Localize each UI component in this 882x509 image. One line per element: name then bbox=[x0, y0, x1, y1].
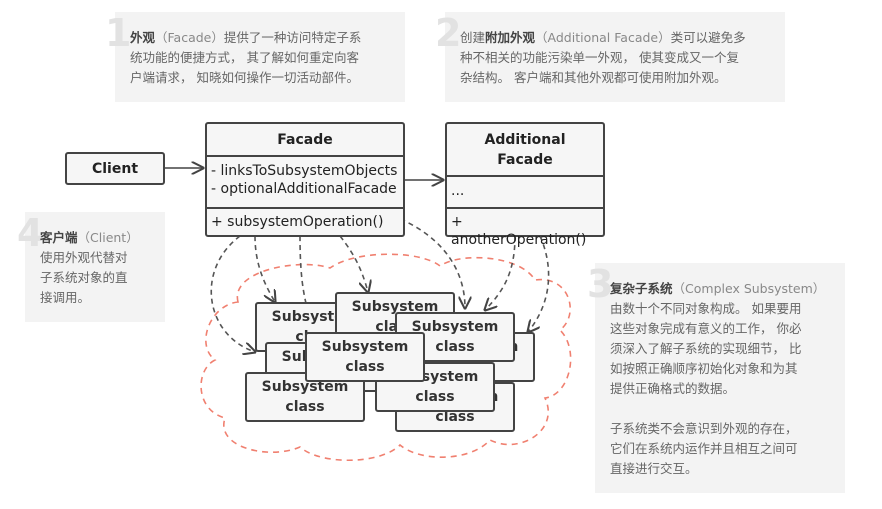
additional-facade-class: Additional Facade ... + anotherOperation… bbox=[445, 122, 605, 248]
facade-fields: - linksToSubsystemObjects - optionalAddi… bbox=[207, 155, 403, 207]
facade-field: - optionalAdditionalFacade bbox=[211, 181, 397, 197]
note-text: 接调用。 bbox=[40, 290, 91, 305]
dependency-arrow bbox=[299, 235, 315, 332]
note-term: 客户端 bbox=[40, 230, 78, 245]
subsystem-class-subtitle: class bbox=[435, 409, 475, 425]
note-term-en: （Client） bbox=[77, 230, 139, 245]
subsystem-class-title: Subsystem bbox=[261, 379, 349, 395]
note-term: 附加外观 bbox=[485, 30, 536, 45]
note-text: 须深入了解子系统的实现细节， 比 bbox=[610, 341, 802, 356]
note-text: 户端请求， 知晓如何操作一切活动部件。 bbox=[130, 70, 359, 85]
note-term-en: （Complex Subsystem） bbox=[672, 281, 826, 296]
additional-facade-method: + anotherOperation() bbox=[451, 214, 587, 248]
note-text: 创建 bbox=[460, 30, 486, 45]
additional-facade-title: Additional Facade bbox=[447, 124, 603, 175]
subsystem-class-subtitle: class bbox=[435, 339, 475, 355]
note-text: 如按照正确顺序初始化对象和为其 bbox=[610, 361, 798, 376]
note-number: 4 bbox=[17, 211, 44, 255]
subsystem-class-title: Subsystem bbox=[411, 319, 499, 335]
note-text: 这些对象完成有意义的工作， 你必 bbox=[610, 321, 802, 336]
facade-methods: + subsystemOperation() bbox=[207, 207, 403, 231]
note-facade: 1 外观（Facade）提供了一种访问特定子系 统功能的便捷方式， 其了解如何重… bbox=[105, 12, 405, 102]
note-term: 外观 bbox=[130, 30, 156, 45]
note-client: 4 客户端（Client） 使用外观代替对 子系统对象的直 接调用。 bbox=[17, 212, 165, 322]
additional-facade-field: ... bbox=[451, 183, 465, 199]
additional-facade-methods: + anotherOperation() bbox=[447, 207, 603, 249]
note-text: 杂结构。 客户端和其他外观都可使用附加外观。 bbox=[460, 70, 727, 85]
client-label: Client bbox=[91, 160, 139, 177]
subsystem-class-subtitle: class bbox=[345, 359, 385, 375]
dependency-arrow bbox=[210, 235, 255, 352]
facade-field: - linksToSubsystemObjects bbox=[211, 163, 398, 179]
dependency-arrow bbox=[254, 235, 275, 302]
dependency-arrow bbox=[485, 235, 516, 310]
note-text: 提供正确格式的数据。 bbox=[610, 381, 736, 396]
note-text: 子系统对象的直 bbox=[40, 270, 128, 285]
additional-facade-fields: ... bbox=[447, 175, 603, 207]
facade-method: + subsystemOperation() bbox=[211, 214, 384, 230]
subsystem-cloud bbox=[200, 253, 572, 462]
facade-class: Facade - linksToSubsystemObjects - optio… bbox=[205, 122, 405, 237]
subsystem-class: Subsystem class bbox=[305, 332, 425, 382]
dependency-arrow bbox=[528, 235, 550, 332]
subsystem-class-subtitle: class bbox=[415, 389, 455, 405]
note-term-en: （Facade） bbox=[155, 30, 224, 45]
note-additional-facade: 2 创建附加外观（Additional Facade）类可以避免多 种不相关的功… bbox=[435, 12, 785, 102]
subsystem-class-title: Subsystem bbox=[321, 339, 409, 355]
note-number: 2 bbox=[435, 11, 462, 55]
note-term-en: （Additional Facade） bbox=[535, 30, 671, 45]
note-text: 直接进行交互。 bbox=[610, 461, 698, 476]
note-number: 3 bbox=[587, 262, 614, 306]
dependency-arrow bbox=[339, 235, 368, 292]
additional-facade-title-line: Additional bbox=[484, 131, 566, 148]
additional-facade-title-line: Facade bbox=[497, 151, 553, 168]
note-text: 子系统类不会意识到外观的存在， bbox=[610, 421, 798, 436]
note-text: 由数十个不同对象构成。 如果要用 bbox=[610, 301, 802, 316]
note-subsystem: 3 复杂子系统（Complex Subsystem） 由数十个不同对象构成。 如… bbox=[587, 263, 845, 493]
note-text: 统功能的便捷方式， 其了解如何重定向客 bbox=[130, 50, 359, 65]
note-text: 提供了一种访问特定子系 bbox=[223, 30, 362, 45]
subsystem-class-subtitle: class bbox=[285, 399, 325, 415]
note-text: 使用外观代替对 bbox=[40, 250, 128, 265]
client-box: Client bbox=[65, 152, 165, 185]
facade-title: Facade bbox=[277, 131, 333, 148]
subsystem-class-title: Subsystem bbox=[351, 299, 439, 315]
note-term: 复杂子系统 bbox=[610, 281, 673, 296]
note-text: 类可以避免多 bbox=[670, 30, 746, 45]
note-text: 种不相关的功能污染单一外观， 使其变成又一个复 bbox=[460, 50, 739, 65]
note-number: 1 bbox=[105, 11, 132, 55]
note-text: 它们在系统内运作并且相互之间可 bbox=[610, 441, 798, 456]
